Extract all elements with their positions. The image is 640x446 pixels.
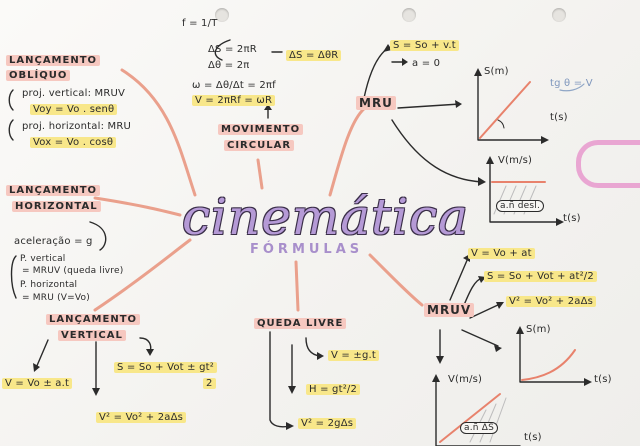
obliquo-line-3: proj. horizontal: MRU [22,121,132,132]
vertical-f2-num: S = So + Vot ± gt² [114,362,218,373]
mruv-heading: MRUV [424,303,475,317]
mru-formula: S = So + v.t [390,40,459,51]
mru-tg: tg θ = V [550,78,593,89]
circular-dtheta: Δθ = 2π [208,60,250,71]
binder-hole [215,8,229,22]
horizontal-heading-1: LANÇAMENTO [6,185,101,196]
horizontal-line-3: P. horizontal [20,280,78,290]
connector-queda [294,260,300,312]
connector-vertical [93,238,192,312]
horizontal-accel: aceleração = g [14,236,93,247]
horizontal-line-1: P. vertical [20,254,66,264]
mruv-graph2-label: a.ñ ΔS [460,422,499,434]
queda-heading: QUEDA LIVRE [254,318,347,329]
circular-f: f = 1/T [182,18,218,29]
vertical-f3: V² = Vo² + 2aΔs [96,412,187,423]
mru-graph2-label: a.ñ desl. [496,200,545,212]
circular-v: V = 2πRf = ωR [192,95,276,106]
queda-f1: V = ±g.t [328,350,380,361]
mruv-graph2-x: t(s) [524,432,542,443]
mru-graph1-x: t(s) [550,112,568,123]
page-title: cinemática [182,188,469,246]
mruv-graph1-y: S(m) [526,324,551,335]
connector-horizontal [93,196,182,217]
circular-heading-2: CIRCULAR [224,140,295,151]
vertical-heading-2: VERTICAL [58,330,126,341]
vertical-f2-den: 2 [203,378,216,389]
mruv-graph1-x: t(s) [594,374,612,385]
paper-clip [576,140,640,188]
horizontal-line-2: = MRUV (queda livre) [22,266,124,276]
binder-hole [402,8,416,22]
obliquo-line-1: proj. vertical: MRUV [22,88,126,99]
queda-f3: V² = 2gΔs [298,418,357,429]
circular-omega: ω = Δθ/Δt = 2πf [192,80,276,91]
vertical-f1: V = Vo ± a.t [2,378,73,389]
mruv-f3: V² = Vo² + 2aΔs [506,296,597,307]
mru-heading: MRU [356,96,396,110]
mruv-f2: S = So + Vot + at²/2 [484,271,597,282]
obliquo-line-2: Voy = Vo . senθ [30,104,118,115]
mruv-f1: V = Vo + at [468,248,535,259]
page-subtitle: FÓRMULAS [250,242,364,257]
circular-ds-dtheta: ΔS = ΔθR [286,50,342,61]
binder-hole [552,8,566,22]
mru-graph2-y: V(m/s) [498,155,533,166]
mruv-graph2-y: V(m/s) [448,374,483,385]
connector-mruv [368,253,424,307]
vertical-heading-1: LANÇAMENTO [46,314,141,325]
obliquo-line-4: Vox = Vo . cosθ [30,137,117,148]
mru-a-zero: a = 0 [412,58,441,69]
mru-graph1-y: S(m) [484,66,509,77]
horizontal-line-4: = MRU (V=Vo) [22,293,90,303]
obliquo-heading-2: OBLÍQUO [6,70,71,81]
circular-ds: ΔS = 2πR [208,44,257,55]
queda-f2: H = gt²/2 [306,384,361,395]
connector-obliquo [120,68,197,197]
circular-heading-1: MOVIMENTO [218,124,304,135]
horizontal-heading-2: HORIZONTAL [12,201,101,212]
connector-mru [328,106,367,197]
connector-circular [256,158,264,190]
mru-graph2-x: t(s) [563,213,581,224]
obliquo-heading-1: LANÇAMENTO [6,55,101,66]
